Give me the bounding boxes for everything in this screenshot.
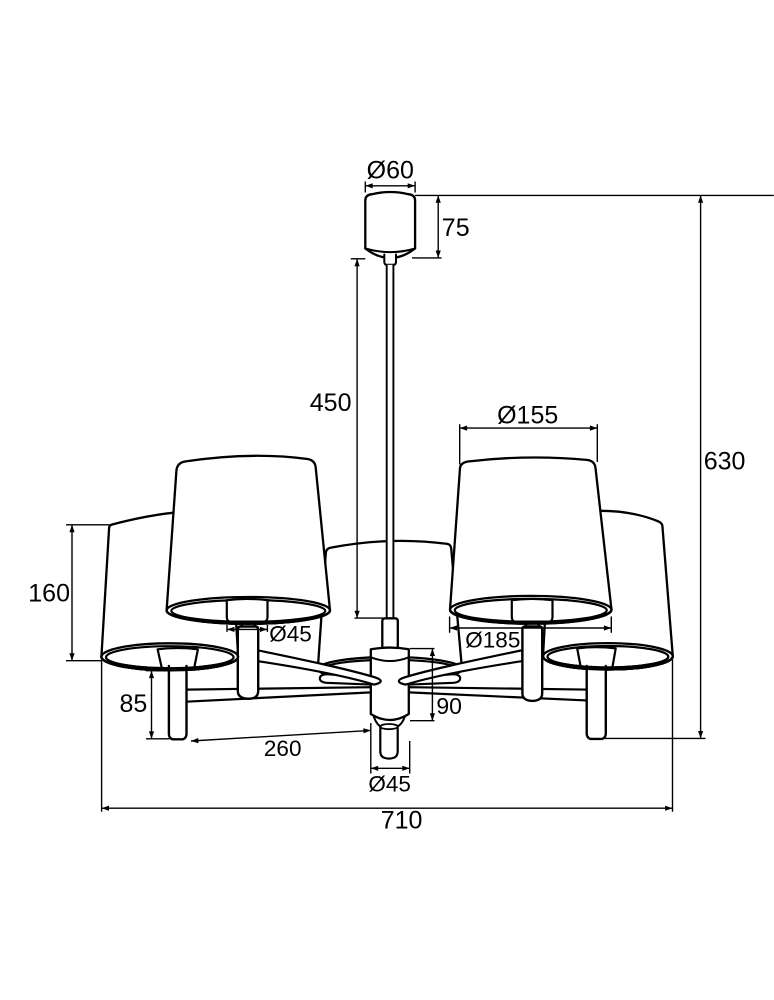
svg-text:260: 260	[264, 736, 302, 761]
svg-text:Ø60: Ø60	[367, 157, 414, 185]
svg-text:Ø45: Ø45	[368, 771, 411, 796]
svg-text:450: 450	[310, 389, 352, 417]
svg-text:75: 75	[442, 214, 470, 242]
svg-text:90: 90	[436, 693, 462, 719]
svg-text:160: 160	[28, 580, 70, 608]
svg-text:Ø185: Ø185	[465, 627, 520, 652]
svg-text:85: 85	[119, 690, 147, 718]
svg-text:Ø155: Ø155	[497, 402, 558, 430]
svg-text:Ø45: Ø45	[269, 622, 312, 647]
svg-text:630: 630	[704, 448, 746, 476]
svg-text:710: 710	[381, 806, 423, 834]
